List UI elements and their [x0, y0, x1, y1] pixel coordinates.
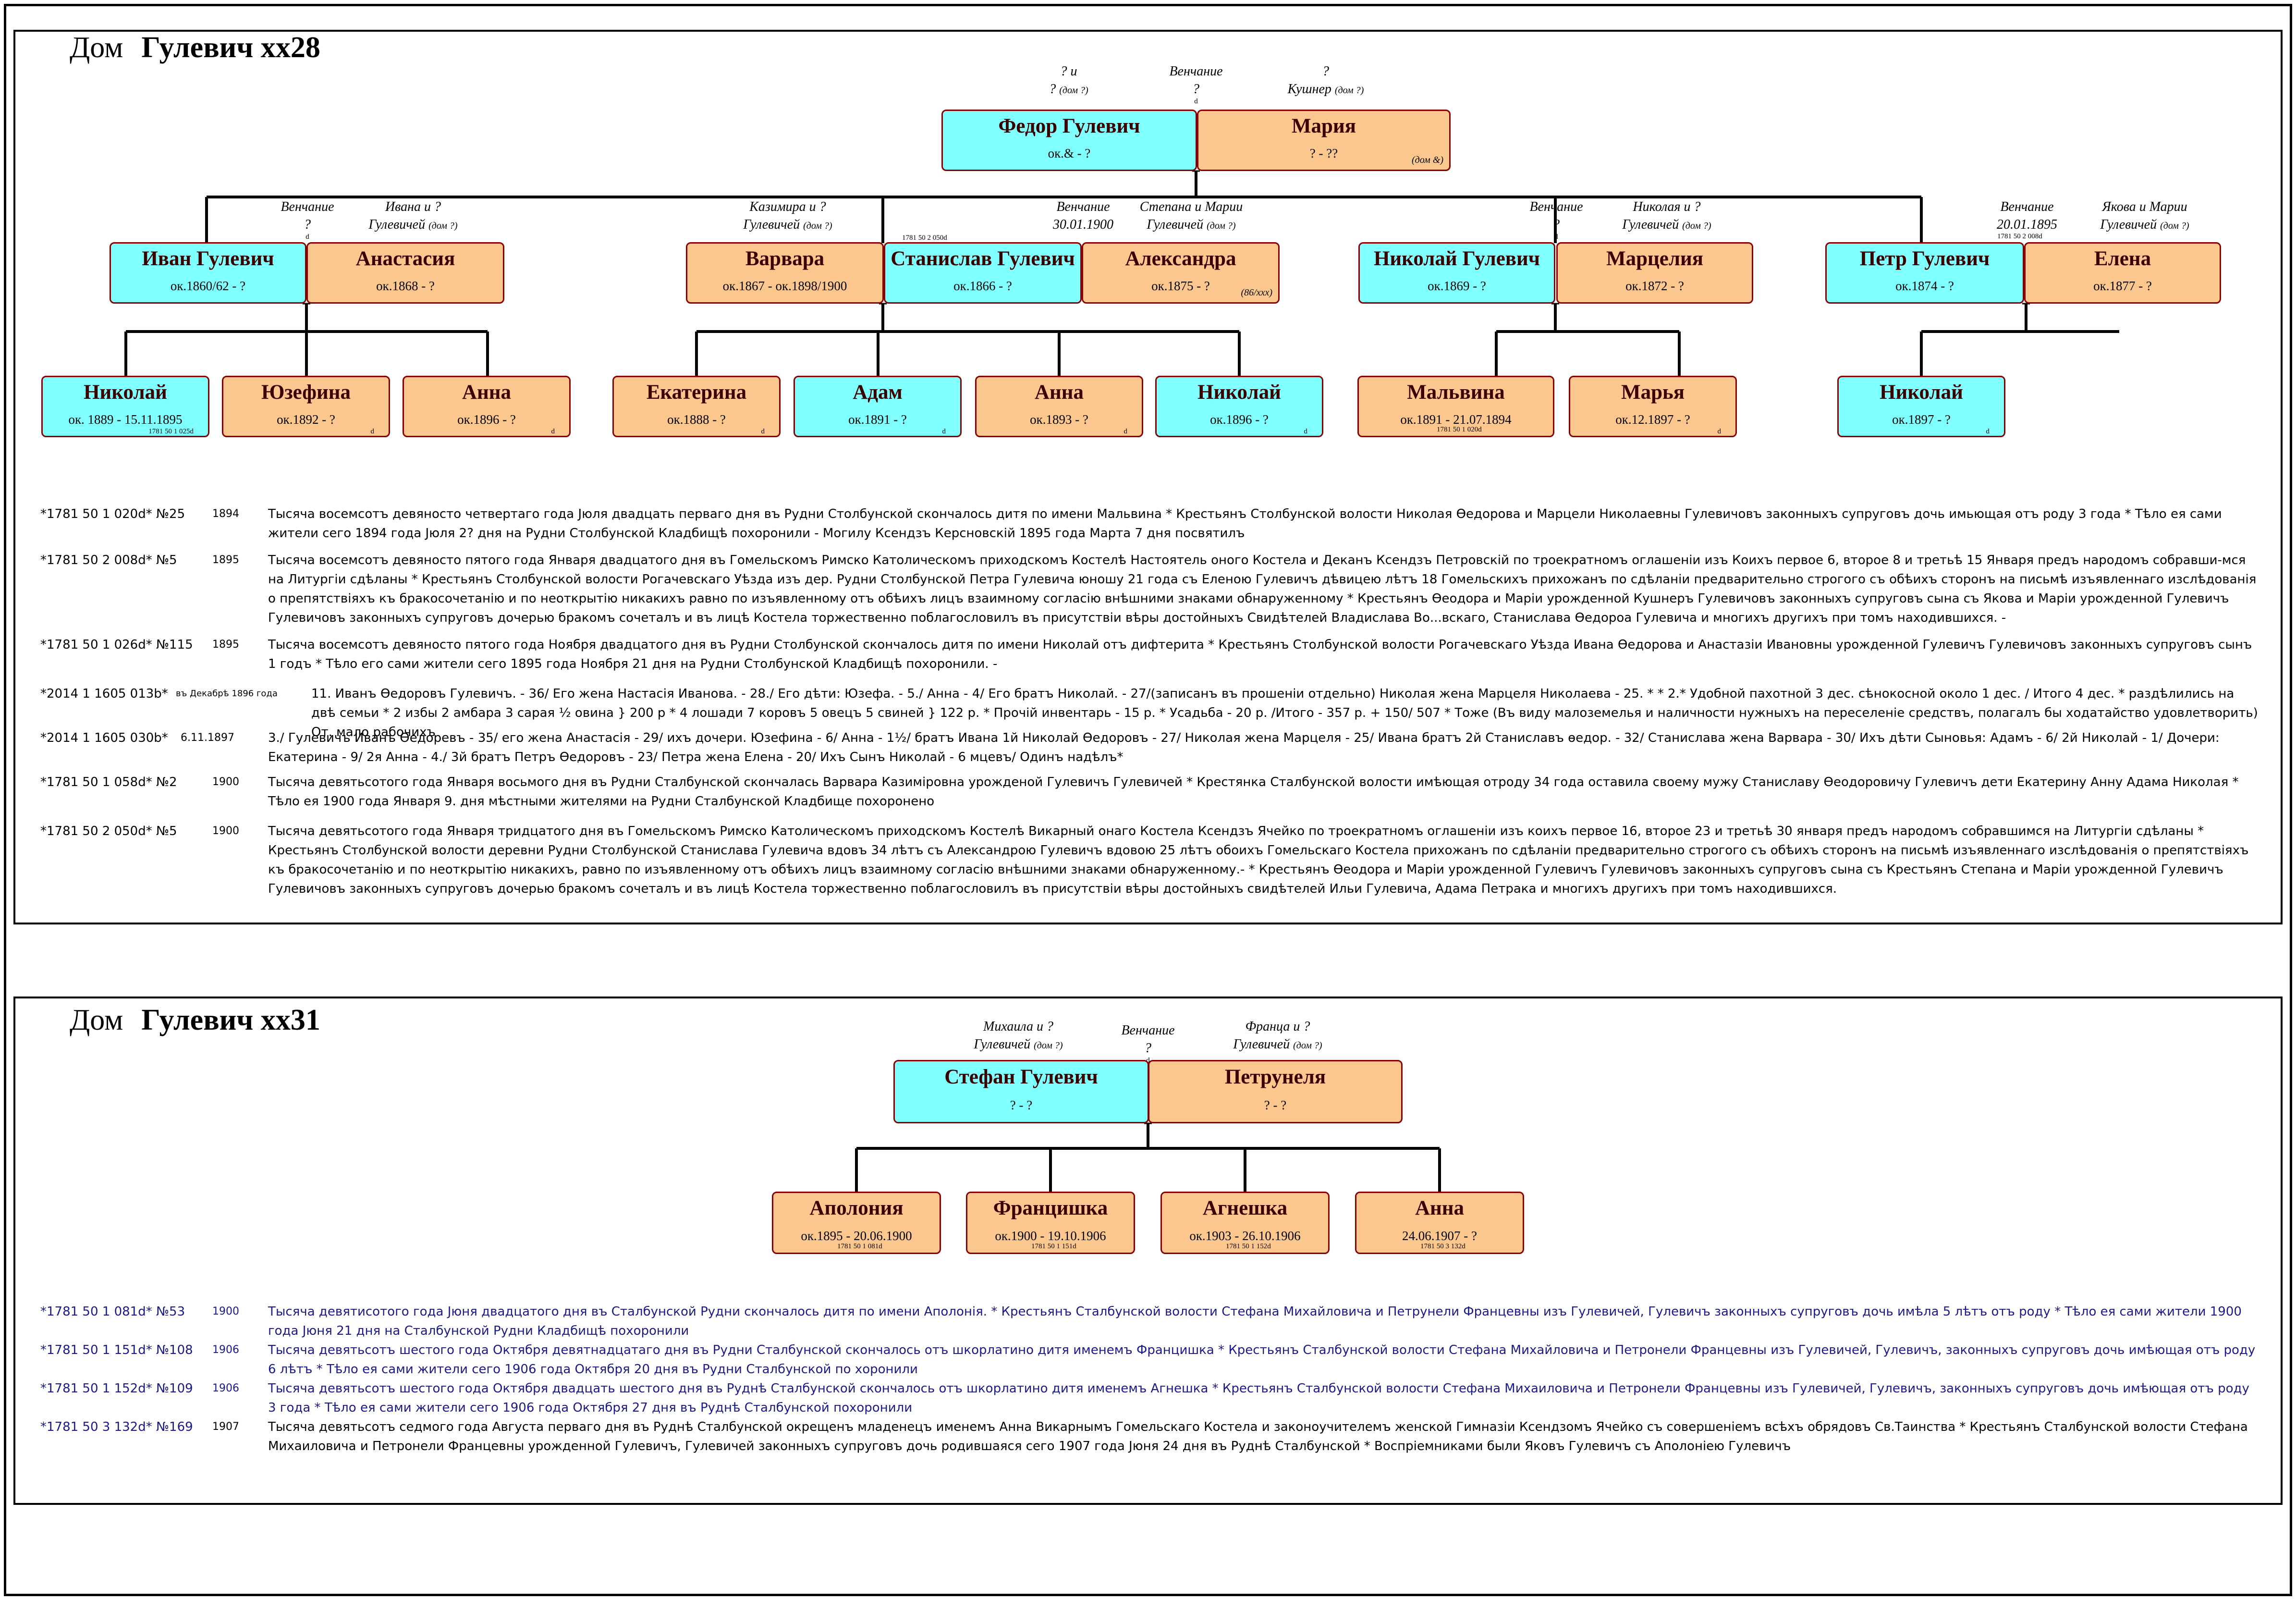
house-name: Гулевич хх31 — [141, 1004, 320, 1036]
couple-stanislav-wedding-annotation: Венчание 30.01.1900 — [1053, 199, 1113, 232]
house-xx28-frame — [13, 30, 2283, 924]
child-box-frantsishka[interactable]: Францишка ок.1900 - 19.10.1906 1781 50 1… — [966, 1192, 1135, 1254]
child-box-yuzefina[interactable]: Юзефина ок.1892 - ? d — [222, 376, 390, 437]
child-box-ekaterina[interactable]: Екатерина ок.1888 - ? d — [612, 376, 781, 437]
mother-parents-annotation: ? Кушнер (дом ?) — [1287, 64, 1364, 97]
couple-ivan-wedding-annotation: Венчание ? d — [281, 199, 334, 241]
person-box-stefan[interactable]: Стефан Гулевич ? - ? — [893, 1060, 1149, 1123]
couple-stanislav-wife-parents-annotation: Степана и Марии Гулевичей (дом ?) — [1139, 199, 1243, 232]
house-xx28-title: Дом Гулевич хх28 — [70, 31, 320, 65]
wedding-annotation: Венчание ? d — [1121, 1023, 1175, 1064]
child-box-adam[interactable]: Адам ок.1891 - ? d — [794, 376, 962, 437]
couple-nikolai-wife-parents-annotation: Николая и ? Гулевичей (дом ?) — [1622, 199, 1711, 232]
couple-petr-wife-parents-annotation: Якова и Марии Гулевичей (дом ?) — [2100, 199, 2189, 232]
house-label: Дом — [70, 31, 123, 64]
father-parents-annotation: Михаила и ? Гулевичей (дом ?) — [974, 1019, 1063, 1052]
person-box-petrunelya[interactable]: Петрунеля ? - ? — [1148, 1060, 1403, 1123]
child-box-anna-1896[interactable]: Анна ок.1896 - ? d — [403, 376, 571, 437]
father-parents-annotation: ? и ? (дом ?) — [1049, 64, 1088, 97]
couple-stanislav-first-wife-parents-annotation: Казимира и ? Гулевичей (дом ?) — [743, 199, 832, 232]
person-box-nikolai-gulevich[interactable]: Николай Гулевич ок.1869 - ? — [1358, 242, 1555, 304]
person-box-martselia[interactable]: Марцелия ок.1872 - ? — [1556, 242, 1753, 304]
house-name: Гулевич хх28 — [141, 31, 320, 64]
house-xx31-title: Дом Гулевич хх31 — [70, 1003, 320, 1037]
person-box-petr[interactable]: Петр Гулевич ок.1874 - ? — [1825, 242, 2024, 304]
house-xx28-tree-lines — [124, 170, 2119, 377]
person-box-maria[interactable]: Мария ? - ?? (дом &) — [1197, 110, 1451, 171]
child-box-anna-1907[interactable]: Анна 24.06.1907 - ? 1781 50 3 132d — [1355, 1192, 1524, 1254]
house-xx31-frame — [13, 997, 2283, 1505]
person-box-fedor[interactable]: Федор Гулевич ок.& - ? — [941, 110, 1197, 171]
child-box-nikolai-1897[interactable]: Николай ок.1897 - ? d — [1837, 376, 2005, 437]
person-box-stanislav[interactable]: Станислав Гулевич ок.1866 - ? 1781 50 2 … — [884, 234, 1082, 304]
child-box-nikolai-1896[interactable]: Николай ок.1896 - ? d — [1155, 376, 1323, 437]
couple-nikolai-wedding-annotation: Венчание ? d — [1529, 199, 1583, 241]
child-box-apolonia[interactable]: Аполония ок.1895 - 20.06.1900 1781 50 1 … — [772, 1192, 941, 1254]
child-box-malvina[interactable]: Мальвина ок.1891 - 21.07.1894 1781 50 1 … — [1357, 376, 1554, 437]
child-box-nikolai-1889[interactable]: Николай ок. 1889 - 15.11.1895 1781 50 1 … — [41, 376, 209, 437]
wedding-annotation: Венчание ? d — [1169, 64, 1223, 105]
house-label: Дом — [70, 1004, 123, 1036]
person-box-anastasia[interactable]: Анастасия ок.1868 - ? — [306, 242, 504, 304]
person-box-elena[interactable]: Елена ок.1877 - ? — [2024, 242, 2221, 304]
mother-parents-annotation: Франца и ? Гулевичей (дом ?) — [1233, 1019, 1322, 1052]
couple-petr-record-ref: 1781 50 2 008d — [1997, 233, 2042, 240]
child-box-marya[interactable]: Марья ок.12.1897 - ? d — [1569, 376, 1737, 437]
couple-petr-wedding-annotation: Венчание 20.01.1895 — [1997, 199, 2057, 232]
child-box-anna-1893[interactable]: Анна ок.1893 - ? d — [975, 376, 1143, 437]
child-box-agneshka[interactable]: Агнешка ок.1903 - 26.10.1906 1781 50 1 1… — [1160, 1192, 1330, 1254]
page-border — [4, 4, 2292, 1596]
couple-ivan-wife-parents-annotation: Ивана и ? Гулевичей (дом ?) — [368, 199, 458, 232]
person-box-varvara[interactable]: Варвара ок.1867 - ок.1898/1900 — [686, 242, 884, 304]
person-box-aleksandra[interactable]: Александра ок.1875 - ? (86/ххх) — [1082, 242, 1280, 304]
person-box-ivan[interactable]: Иван Гулевич ок.1860/62 - ? — [110, 242, 306, 304]
